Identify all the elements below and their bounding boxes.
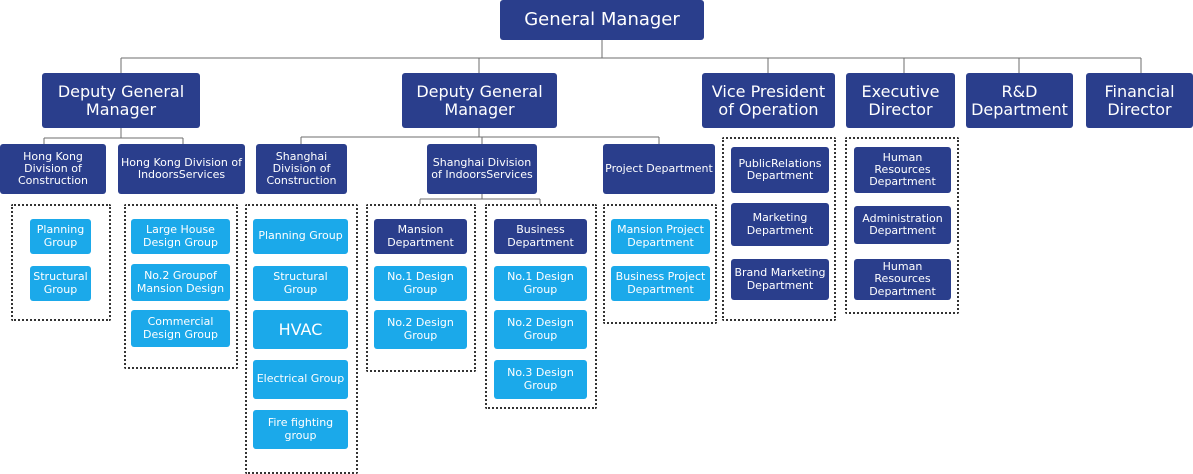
project-department-box: Project Department xyxy=(603,144,715,194)
business-no1-design-group-box: No.1 Design Group xyxy=(494,266,587,301)
marketing-department-box: Marketing Department xyxy=(731,203,829,246)
rnd-department-box: R&D Department xyxy=(966,73,1073,128)
fire-fighting-group-box: Fire fighting group xyxy=(253,410,348,449)
business-project-department-box: Business Project Department xyxy=(611,266,710,301)
human-resources-department-2-box: Human Resources Department xyxy=(854,259,951,300)
mansion-no1-design-group-box: No.1 Design Group xyxy=(374,266,467,301)
sh-structural-group-box: Structural Group xyxy=(253,266,348,301)
no2-mansion-design-group-box: No.2 Groupof Mansion Design xyxy=(131,264,230,301)
business-no2-design-group-box: No.2 Design Group xyxy=(494,310,587,349)
hong-kong-construction-box: Hong Kong Division of Construction xyxy=(0,144,106,194)
hvac-box: HVAC xyxy=(253,310,348,349)
vice-president-operation-box: Vice President of Operation xyxy=(702,73,835,128)
business-department-box: Business Department xyxy=(494,219,587,254)
hong-kong-indoors-services-box: Hong Kong Division of IndoorsServices xyxy=(118,144,245,194)
shanghai-indoors-services-box: Shanghai Division of IndoorsServices xyxy=(427,144,537,194)
sh-planning-group-box: Planning Group xyxy=(253,219,348,254)
hk-indoors-group xyxy=(124,204,238,369)
hk-structural-group-box: Structural Group xyxy=(30,266,91,301)
business-no3-design-group-box: No.3 Design Group xyxy=(494,360,587,399)
sh-construction-group xyxy=(245,204,358,474)
human-resources-department-1-box: Human Resources Department xyxy=(854,147,951,193)
general-manager-box: General Manager xyxy=(500,0,704,40)
mansion-group xyxy=(366,204,476,372)
mansion-department-box: Mansion Department xyxy=(374,219,467,254)
public-relations-department-box: PublicRelations Department xyxy=(731,147,829,193)
financial-director-box: Financial Director xyxy=(1086,73,1193,128)
large-house-design-group-box: Large House Design Group xyxy=(131,219,230,254)
brand-marketing-department-box: Brand Marketing Department xyxy=(731,259,829,300)
deputy-general-manager-2-box: Deputy General Manager xyxy=(402,73,557,128)
administration-department-box: Administration Department xyxy=(854,206,951,244)
mansion-no2-design-group-box: No.2 Design Group xyxy=(374,310,467,349)
executive-director-box: Executive Director xyxy=(846,73,955,128)
hk-construction-group xyxy=(11,204,111,321)
vp-operation-group xyxy=(722,137,836,321)
deputy-general-manager-1-box: Deputy General Manager xyxy=(42,73,200,128)
electrical-group-box: Electrical Group xyxy=(253,360,348,399)
business-group xyxy=(485,204,597,409)
mansion-project-department-box: Mansion Project Department xyxy=(611,219,710,254)
executive-group xyxy=(845,137,959,314)
hk-planning-group-box: Planning Group xyxy=(30,219,91,254)
commercial-design-group-box: Commercial Design Group xyxy=(131,310,230,347)
shanghai-construction-box: Shanghai Division of Construction xyxy=(256,144,347,194)
project-group xyxy=(603,204,717,324)
